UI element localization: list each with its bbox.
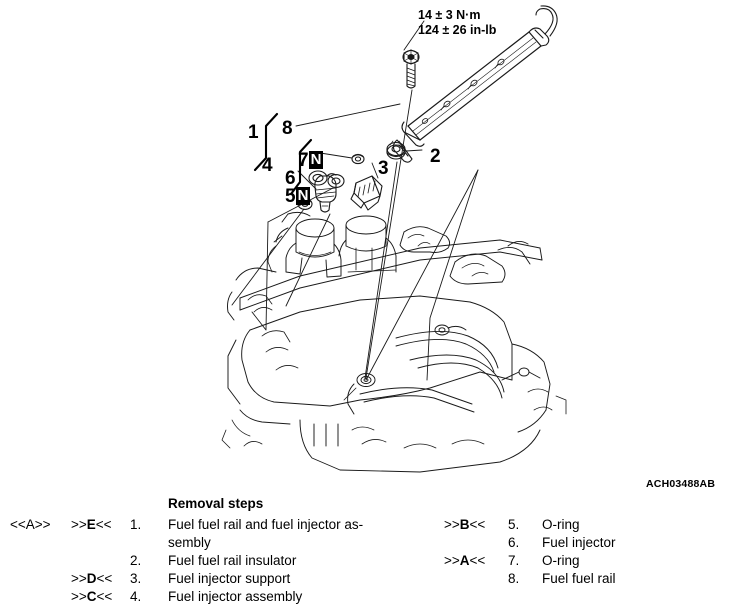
legend-text-2: Fuel fuel rail insulator: [168, 553, 297, 568]
legend-mark-b-row5: >>B<<: [444, 517, 486, 532]
legend-num-8: 8.: [508, 571, 520, 586]
removal-steps-legend: Removal steps <<A>> >>E<< 1. Fuel fuel r…: [0, 496, 737, 611]
legend-num-3: 3.: [130, 571, 142, 586]
legend-text-7: O-ring: [542, 553, 580, 568]
legend-mark-c-row4: >>C<<: [71, 589, 113, 604]
leader-lines: [231, 20, 425, 379]
legend-mark-d-row3: >>D<<: [71, 571, 113, 586]
legend-num-5: 5.: [508, 517, 520, 532]
non-reusable-n-badge: N: [295, 187, 311, 205]
callout-4: 4: [262, 155, 273, 176]
legend-num-4: 4.: [130, 589, 142, 604]
legend-heading: Removal steps: [168, 496, 264, 511]
legend-mark-e-row1: >>E<<: [71, 517, 112, 532]
non-reusable-n-badge: N: [308, 151, 324, 169]
figure-id-code: ACH03488AB: [646, 478, 716, 490]
figure-linework: [221, 5, 567, 473]
fuel-injector-support-graphic: [350, 175, 383, 211]
legend-text-4: Fuel injector assembly: [168, 589, 303, 604]
callout-8: 8: [282, 118, 293, 139]
explode-wedge-outline: [251, 169, 479, 381]
legend-text-5: O-ring: [542, 517, 580, 532]
legend-num-7: 7.: [508, 553, 520, 568]
fuel-rail-bolt-graphic: [402, 49, 420, 89]
legend-text-1: Fuel fuel rail and fuel injector as-: [168, 517, 364, 532]
engine-illustration: [221, 211, 567, 473]
legend-text-3: Fuel injector support: [168, 571, 291, 586]
callout-6: 6: [285, 168, 296, 189]
legend-mark-a-row7: >>A<<: [444, 553, 486, 568]
legend-num-2: 2.: [130, 553, 142, 568]
fuel-rail-graphic: [392, 5, 558, 163]
callout-1: 1: [248, 122, 259, 143]
legend-text-1-cont: sembly: [168, 535, 211, 550]
legend-num-1: 1.: [130, 517, 142, 532]
legend-mark-a-row1: <<A>>: [10, 517, 51, 532]
callout-3: 3: [378, 158, 389, 179]
callout-2: 2: [430, 146, 441, 167]
legend-num-6: 6.: [508, 535, 520, 550]
fuel-rail-insulator-graphic: [386, 140, 406, 160]
torque-line-nm: 14 ± 3 N·m: [418, 8, 481, 22]
torque-line-inlb: 124 ± 26 in-lb: [418, 22, 497, 37]
legend-text-6: Fuel injector: [542, 535, 616, 550]
callout-brackets: [253, 112, 313, 196]
legend-text-8: Fuel fuel rail: [542, 571, 616, 586]
